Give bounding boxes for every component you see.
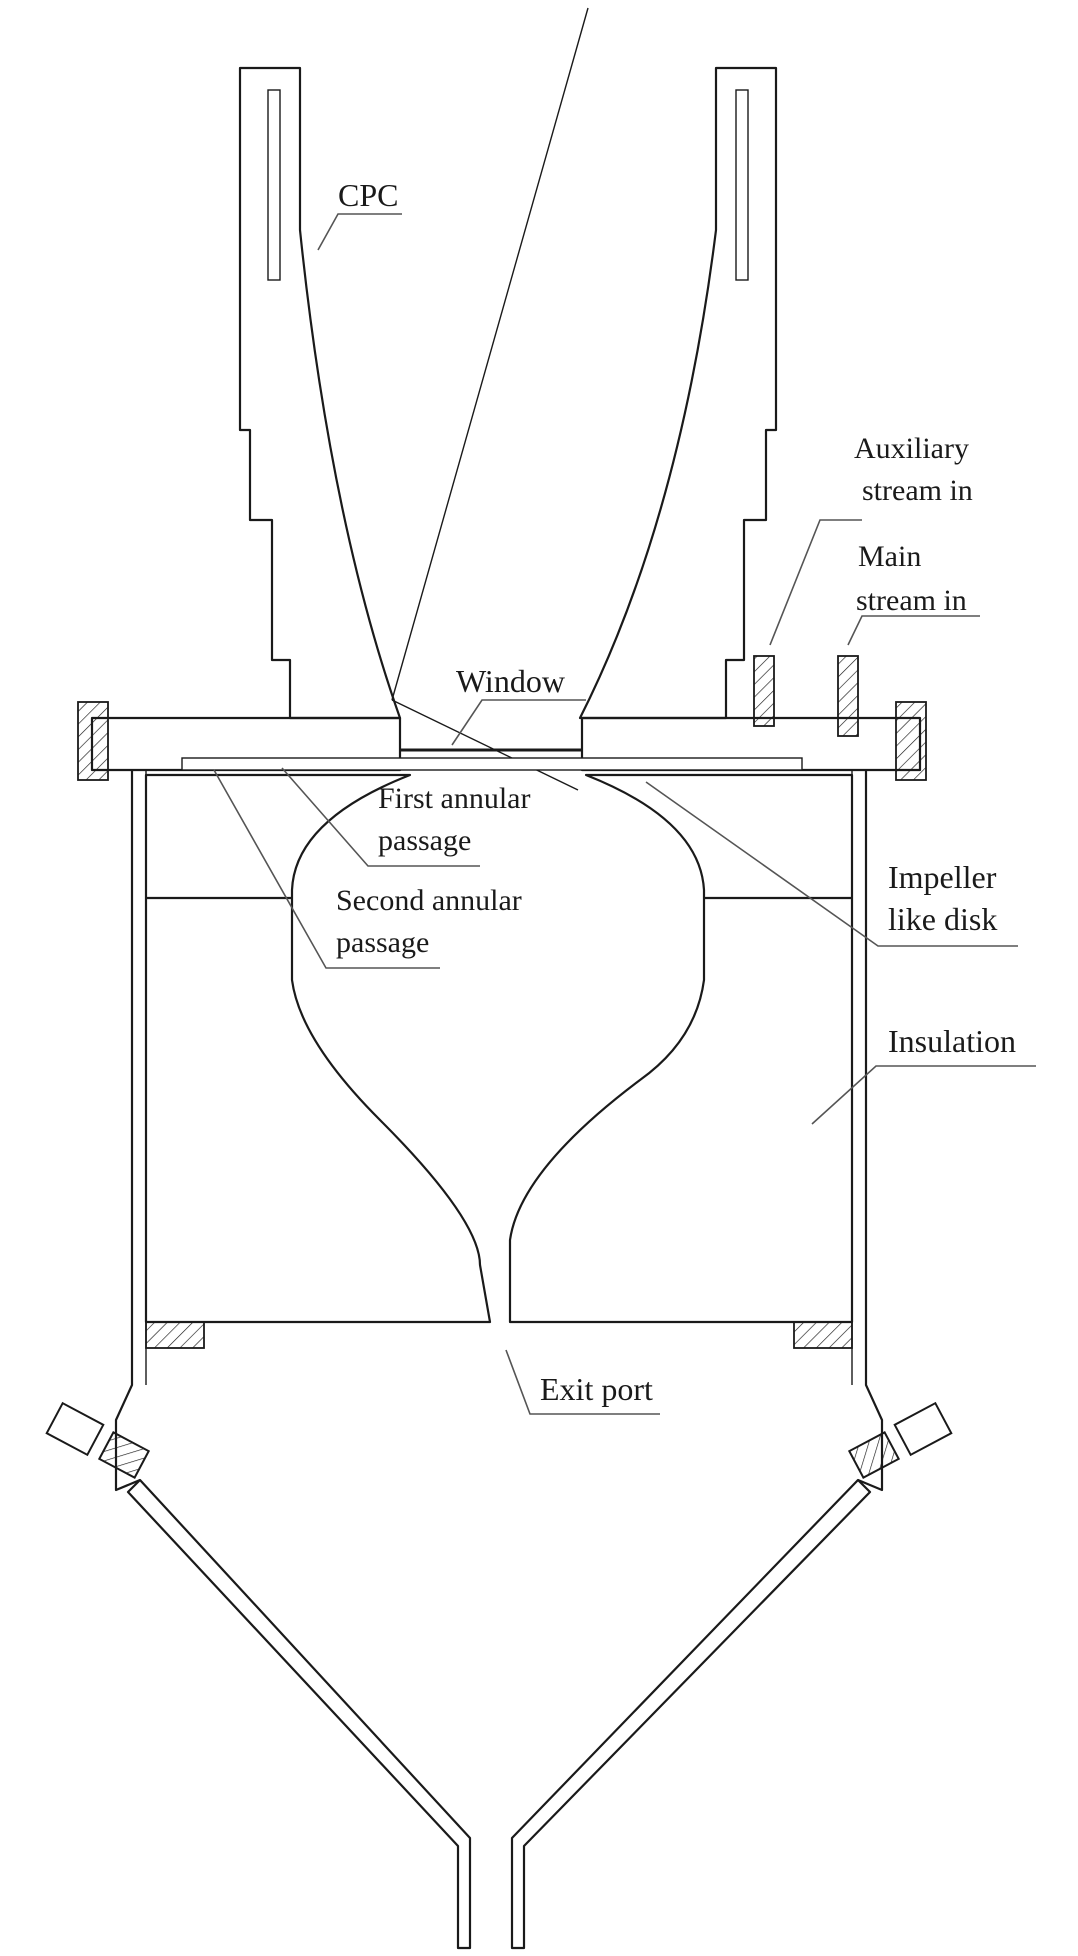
auxiliary-inlet-tube <box>753 655 775 727</box>
label-impeller-2: like disk <box>888 901 997 937</box>
label-first-1: First annular <box>378 782 530 815</box>
leader-second <box>213 769 440 969</box>
leader-cpc <box>317 213 402 251</box>
vessel-right-wall <box>857 770 884 1492</box>
label-window: Window <box>456 663 565 699</box>
left-bolt <box>77 701 109 781</box>
insulation-left <box>144 773 492 1324</box>
leader-first <box>281 767 480 867</box>
leader-window <box>451 699 586 746</box>
support-ring-right <box>793 1321 853 1349</box>
label-main-1: Main <box>858 540 921 573</box>
cpc-right-wall <box>578 66 778 720</box>
cpc-right-slot <box>735 89 749 281</box>
support-ring-left <box>145 1321 205 1349</box>
cpc-left-slot <box>267 89 281 281</box>
label-cpc: CPC <box>338 177 398 213</box>
incident-ray <box>391 7 589 701</box>
cone-right <box>510 1478 872 1950</box>
annular-passage-plate <box>181 757 803 771</box>
vessel-left-wall <box>114 770 141 1492</box>
side-port-right <box>847 1401 953 1479</box>
insulation-right <box>508 773 854 1324</box>
label-auxiliary-2: stream in <box>862 474 973 507</box>
label-second-1: Second annular <box>336 884 522 917</box>
leader-exit <box>505 1349 660 1415</box>
side-port-left <box>45 1401 151 1479</box>
label-main-2: stream in <box>856 584 967 617</box>
leader-insulation <box>811 1065 1036 1125</box>
leader-main <box>847 615 980 646</box>
label-second-2: passage <box>336 926 429 959</box>
leader-auxiliary <box>769 519 862 646</box>
label-auxiliary-1: Auxiliary <box>854 432 969 465</box>
leader-impeller <box>645 781 1018 947</box>
label-first-2: passage <box>378 824 471 857</box>
label-impeller-1: Impeller <box>888 859 997 895</box>
cone-left <box>126 1478 472 1950</box>
cpc-left-wall <box>238 66 402 720</box>
label-exit: Exit port <box>540 1371 653 1407</box>
right-bolt <box>895 701 927 781</box>
main-inlet-tube <box>837 655 859 737</box>
label-insulation: Insulation <box>888 1023 1016 1059</box>
incident-ray-reflected <box>391 699 579 791</box>
